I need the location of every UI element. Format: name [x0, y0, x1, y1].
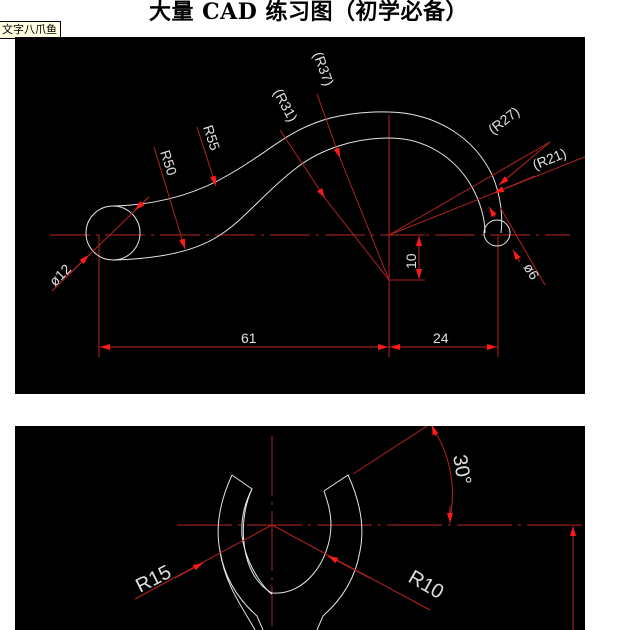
centerlines — [177, 436, 585, 626]
dim-radius-50: R50 — [157, 148, 180, 178]
part-outline — [85, 111, 511, 261]
dim-radius-27: (R27) — [485, 103, 522, 137]
page-title: 大量 CAD 练习图（初学必备） — [149, 0, 468, 25]
dimension-labels: R15 R10 30° — [132, 453, 475, 604]
dimension-lines — [134, 426, 576, 630]
cad-drawing-2-canvas: R15 R10 30° — [132, 426, 585, 630]
dimension-lines — [51, 93, 585, 350]
dim-radius-55: R55 — [200, 123, 223, 153]
dim-radius-15: R15 — [132, 561, 175, 597]
dim-diameter-6: ø6 — [520, 260, 542, 283]
dim-diameter-12: ø12 — [46, 261, 75, 290]
dim-radius-21: (R21) — [530, 145, 568, 173]
dim-radius-31: (R31) — [270, 86, 301, 124]
dim-vertical-10: 10 — [403, 253, 419, 269]
cad-drawing-1-canvas: ø12 R50 R55 (R31) (R37) (R27) (R21) ø6 1… — [46, 50, 585, 357]
dimension-labels: ø12 R50 R55 (R31) (R37) (R27) (R21) ø6 1… — [46, 50, 569, 346]
dim-radius-10: R10 — [405, 566, 448, 603]
dim-horizontal-61: 61 — [241, 330, 257, 346]
dim-angle-30: 30° — [448, 453, 475, 487]
centerlines — [50, 115, 570, 357]
part-outline — [217, 474, 363, 630]
dim-radius-37: (R37) — [310, 50, 337, 88]
cad-drawing-1: ø12 R50 R55 (R31) (R37) (R27) (R21) ø6 1… — [15, 37, 585, 394]
cad-drawing-2: R15 R10 30° — [15, 426, 585, 630]
dim-horizontal-24: 24 — [433, 330, 449, 346]
